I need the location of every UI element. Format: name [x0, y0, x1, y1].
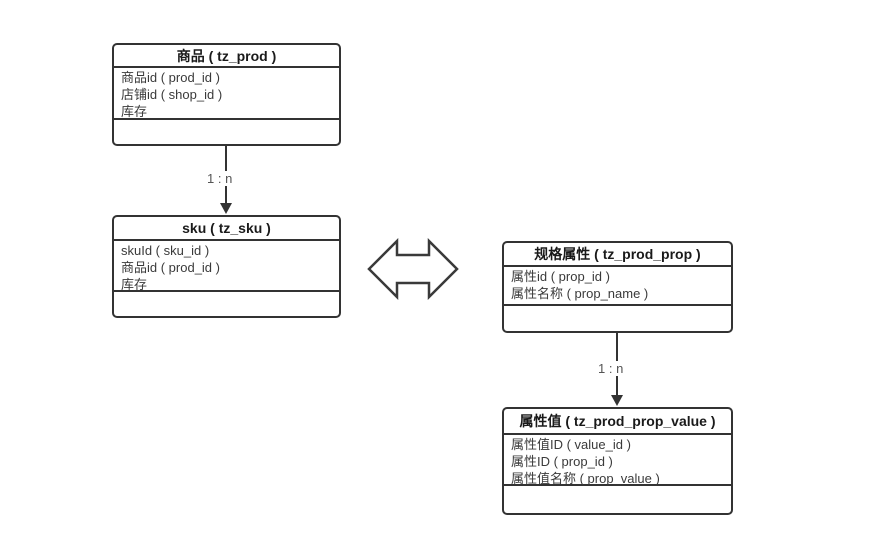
entity-table-prod: 商品 ( tz_prod ) 商品id ( prod_id ) 店铺id ( s… [112, 43, 341, 146]
cardinality-label: 1 : n [204, 171, 236, 186]
entity-fields-prod-prop-value: 属性值ID ( value_id ) 属性ID ( prop_id ) 属性值名… [504, 435, 731, 486]
entity-fields-prod: 商品id ( prod_id ) 店铺id ( shop_id ) 库存 [114, 68, 339, 120]
field-row: 属性名称 ( prop_name ) [511, 286, 649, 301]
field-row: 属性ID ( prop_id ) [511, 454, 613, 469]
entity-table-sku: sku ( tz_sku ) skuId ( sku_id ) 商品id ( p… [112, 215, 341, 318]
field-row: 商品id ( prod_id ) [121, 70, 220, 85]
field-row: 库存 [121, 104, 148, 119]
cardinality-label: 1 : n [595, 361, 627, 376]
entity-fields-prod-prop: 属性id ( prop_id ) 属性名称 ( prop_name ) [504, 267, 731, 306]
entity-title-prod-prop: 规格属性 ( tz_prod_prop ) [504, 243, 731, 267]
entity-title-sku: sku ( tz_sku ) [114, 217, 339, 241]
entity-title-prod: 商品 ( tz_prod ) [114, 45, 339, 68]
field-row: 库存 [121, 277, 148, 292]
entity-empty-section [504, 306, 731, 331]
arrowhead-down-icon [611, 395, 623, 406]
field-row: 属性id ( prop_id ) [511, 269, 610, 284]
field-row: 商品id ( prod_id ) [121, 260, 220, 275]
entity-title-prod-prop-value: 属性值 ( tz_prod_prop_value ) [504, 409, 731, 435]
arrowhead-down-icon [220, 203, 232, 214]
entity-fields-sku: skuId ( sku_id ) 商品id ( prod_id ) 库存 [114, 241, 339, 292]
entity-empty-section [504, 486, 731, 513]
entity-table-prod-prop: 规格属性 ( tz_prod_prop ) 属性id ( prop_id ) 属… [502, 241, 733, 333]
field-row: skuId ( sku_id ) [121, 243, 210, 258]
entity-empty-section [114, 120, 339, 144]
entity-empty-section [114, 292, 339, 316]
double-arrow-icon [367, 238, 459, 300]
field-row: 属性值ID ( value_id ) [511, 437, 631, 452]
entity-table-prod-prop-value: 属性值 ( tz_prod_prop_value ) 属性值ID ( value… [502, 407, 733, 515]
field-row: 店铺id ( shop_id ) [121, 87, 223, 102]
field-row: 属性值名称 ( prop_value ) [511, 471, 660, 486]
